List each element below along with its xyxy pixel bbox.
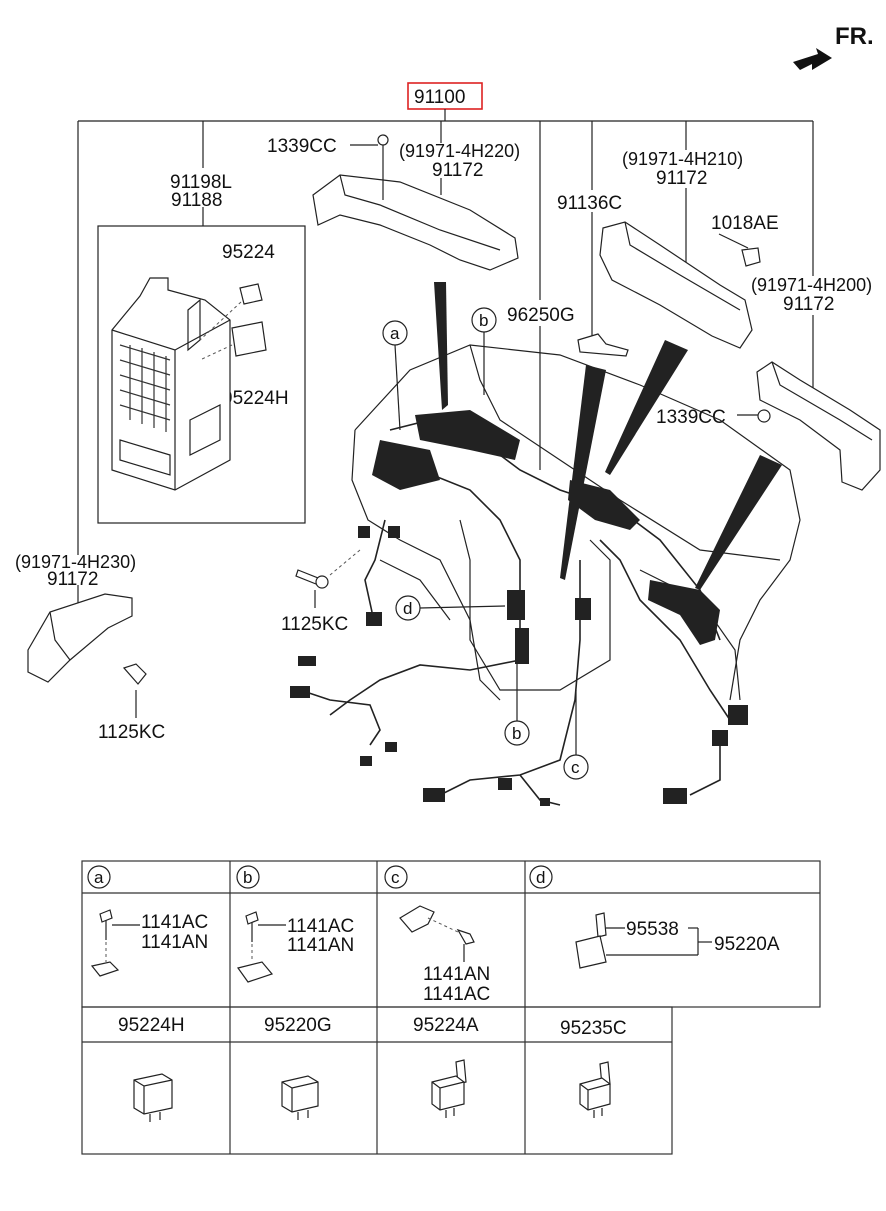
svg-text:b: b — [512, 724, 521, 743]
table-cell-d: d 95538 95220A — [529, 865, 780, 969]
front-label: FR. — [835, 23, 874, 50]
svg-text:a: a — [390, 324, 400, 343]
svg-text:1141AC: 1141AC — [141, 912, 208, 933]
bracket-91172-top — [312, 134, 519, 271]
callout-a: a — [382, 320, 408, 431]
svg-text:a: a — [94, 868, 104, 887]
svg-text:95235C: 95235C — [560, 1018, 627, 1039]
harness-connectors — [290, 410, 748, 806]
label-91971-4h210: (91971-4H210) — [622, 149, 743, 169]
label-96250g: 96250G — [507, 305, 575, 326]
label-1125kc-low: 1125KC — [98, 722, 165, 743]
svg-text:c: c — [391, 868, 400, 887]
label-91971-4h220: (91971-4H220) — [399, 141, 520, 161]
front-orientation: FR. — [793, 23, 874, 70]
bracket-91172-far-right — [756, 361, 881, 491]
label-91172-a: 91172 — [432, 160, 483, 181]
label-91136c: 91136C — [557, 193, 622, 214]
svg-text:1141AC: 1141AC — [287, 916, 354, 937]
label-1339cc-right: 1339CC — [656, 407, 726, 428]
part-96250g — [577, 333, 629, 357]
bracket-91172-left — [27, 593, 147, 685]
bolt-1125kc — [295, 549, 361, 589]
junction-box-frame — [97, 225, 306, 524]
svg-text:c: c — [571, 758, 580, 777]
table-cell-95224h: 95224H — [118, 1015, 185, 1122]
svg-text:95224H: 95224H — [118, 1015, 185, 1036]
label-91198l: 91198L — [170, 172, 232, 193]
table-cell-a: a 1141AC 1141AN — [87, 865, 208, 977]
svg-text:95538: 95538 — [626, 919, 679, 940]
label-91172-d: 91172 — [47, 569, 98, 590]
main-part-number: 91100 — [414, 87, 465, 108]
callout-b-top: b — [471, 307, 497, 395]
svg-text:1141AN: 1141AN — [423, 964, 490, 985]
svg-text:d: d — [536, 868, 545, 887]
pointer-wedges — [434, 282, 782, 590]
label-95224h-box: 95224H — [222, 388, 289, 409]
callout-d: d — [395, 595, 506, 621]
label-1018ae: 1018AE — [711, 213, 779, 234]
svg-text:b: b — [479, 311, 488, 330]
svg-text:1141AN: 1141AN — [287, 935, 354, 956]
svg-text:95220G: 95220G — [264, 1015, 332, 1036]
table-cell-95235c: 95235C — [560, 1018, 627, 1118]
leader-lines — [77, 109, 814, 718]
label-91172-b: 91172 — [656, 168, 707, 189]
label-91971-4h230: (91971-4H230) — [15, 552, 136, 572]
label-91188: 91188 — [171, 190, 222, 211]
svg-text:d: d — [403, 599, 412, 618]
label-91172-c: 91172 — [783, 294, 834, 315]
bracket-91172-right — [599, 221, 761, 349]
svg-text:95224A: 95224A — [413, 1015, 479, 1036]
junction-box — [111, 277, 231, 491]
front-arrow-icon — [793, 48, 832, 70]
svg-text:1141AC: 1141AC — [423, 984, 490, 1005]
callout-b-bottom: b — [504, 660, 530, 746]
table-cell-95224a: 95224A — [413, 1015, 479, 1118]
svg-text:1141AN: 1141AN — [141, 932, 208, 953]
table-cell-95220g: 95220G — [264, 1015, 332, 1120]
table-cell-c: c 1141AN 1141AC — [384, 865, 490, 1005]
fuse-grid — [119, 344, 171, 432]
label-1125kc-mid: 1125KC — [281, 614, 348, 635]
label-95224: 95224 — [222, 242, 275, 263]
table-cell-b: b 1141AC 1141AN — [236, 865, 354, 983]
callout-c: c — [563, 690, 589, 780]
svg-text:b: b — [243, 868, 252, 887]
relay-95224h-box — [199, 321, 267, 361]
label-91971-4h200: (91971-4H200) — [751, 275, 872, 295]
parts-table — [81, 860, 821, 1155]
svg-text:95220A: 95220A — [714, 934, 780, 955]
label-1339cc-top: 1339CC — [267, 136, 337, 157]
relay-95224 — [199, 283, 263, 341]
